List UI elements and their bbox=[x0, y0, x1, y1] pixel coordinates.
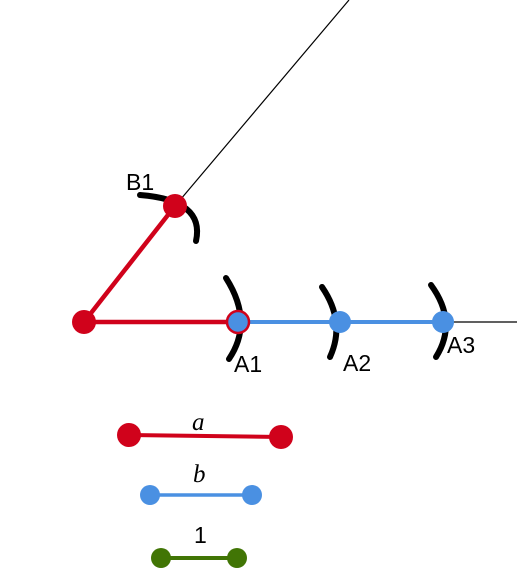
legend-label-b: b bbox=[193, 461, 206, 488]
legend-segment-a bbox=[128, 433, 282, 439]
legend-label-a: a bbox=[192, 409, 205, 436]
legend-unit-end-point bbox=[227, 548, 247, 568]
segment-o-b1 bbox=[81, 203, 178, 325]
label-a3: A3 bbox=[447, 332, 475, 358]
legend-unit-start-point bbox=[151, 548, 171, 568]
label-a2: A2 bbox=[343, 350, 371, 376]
legend-b-start-point bbox=[140, 485, 160, 505]
legend-a-end-point bbox=[269, 425, 293, 449]
ray-to-b1 bbox=[174, 0, 350, 207]
point-a2 bbox=[329, 311, 351, 333]
point-a1 bbox=[225, 309, 251, 335]
legend-b-end-point bbox=[242, 485, 262, 505]
legend-a-start-point bbox=[117, 423, 141, 447]
point-a3 bbox=[432, 311, 454, 333]
origin-point bbox=[72, 310, 96, 334]
point-b1 bbox=[163, 194, 187, 218]
label-a1: A1 bbox=[234, 351, 262, 377]
label-b1: B1 bbox=[126, 169, 154, 195]
legend-label-unit: 1 bbox=[194, 522, 207, 548]
